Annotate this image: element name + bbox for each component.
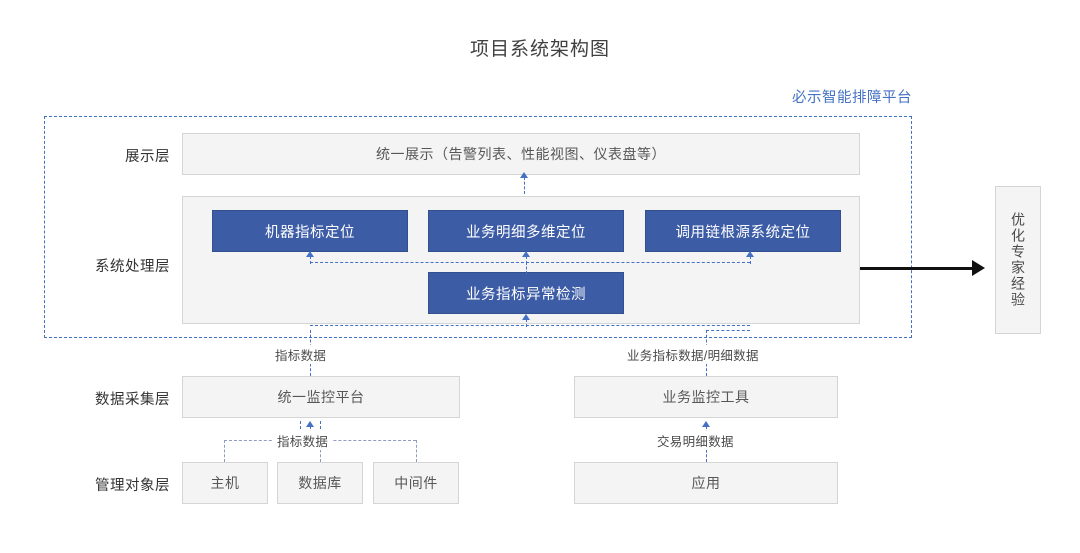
connector-database-up (320, 440, 321, 462)
connector-bus-upper (310, 262, 750, 263)
connector-anomaly-to-bus (526, 262, 527, 274)
edge-label-transaction-detail-data: 交易明细数据 (652, 431, 739, 450)
node-database[interactable]: 数据库 (277, 462, 363, 504)
arrowhead-object-to-unified-monitor (306, 421, 314, 427)
node-business-anomaly-detection[interactable]: 业务指标异常检测 (428, 272, 624, 314)
connector-object-stub-left (300, 421, 301, 439)
arrowhead-to-anomaly-detection (522, 314, 530, 320)
edge-label-metric-data-bottom: 指标数据 (272, 431, 334, 450)
arrowhead-to-trace-root (746, 251, 754, 257)
row-label-process: 系统处理层 (95, 259, 170, 275)
row-label-presentation: 展示层 (125, 149, 170, 165)
page-title: 项目系统架构图 (469, 39, 610, 60)
connector-bus-upper-left-stub (310, 256, 311, 264)
connector-middleware-up (416, 440, 417, 462)
node-expert-experience[interactable]: 优化专家经验 (995, 186, 1041, 334)
connector-business-data-join (706, 330, 750, 331)
row-label-object: 管理对象层 (95, 478, 170, 494)
connector-object-stub-right (320, 421, 321, 439)
node-middleware[interactable]: 中间件 (373, 462, 459, 504)
node-machine-metric-location[interactable]: 机器指标定位 (212, 210, 408, 252)
row-label-collect: 数据采集层 (95, 392, 170, 408)
node-host[interactable]: 主机 (182, 462, 268, 504)
connector-bus-upper-mid-stub (526, 256, 527, 264)
edge-label-business-metric-detail-data: 业务指标数据/明细数据 (622, 345, 764, 364)
node-trace-root-location[interactable]: 调用链根源系统定位 (645, 210, 841, 252)
arrowhead-application-to-business-monitor (702, 421, 710, 427)
platform-boundary (44, 116, 912, 338)
arrowhead-to-business-detail (522, 251, 530, 257)
arrow-to-expert-line (860, 267, 975, 270)
connector-host-up (224, 440, 225, 462)
platform-label: 必示智能排障平台 (792, 90, 912, 106)
connector-bus-upper-right-stub (750, 256, 751, 264)
node-business-detail-location[interactable]: 业务明细多维定位 (428, 210, 624, 252)
node-unified-display[interactable]: 统一展示（告警列表、性能视图、仪表盘等） (182, 133, 860, 175)
connector-process-to-display (524, 177, 525, 194)
node-unified-monitor-platform[interactable]: 统一监控平台 (182, 376, 460, 418)
node-application[interactable]: 应用 (574, 462, 838, 504)
arrow-to-expert-head (972, 260, 985, 276)
edge-label-metric-data-top: 指标数据 (270, 345, 332, 364)
node-business-monitor-tool[interactable]: 业务监控工具 (574, 376, 838, 418)
arrowhead-process-to-display (520, 172, 528, 178)
connector-bus-lower (310, 325, 750, 326)
connector-bus-lower-mid-stub (526, 319, 527, 327)
arrowhead-to-machine-metric (306, 251, 314, 257)
